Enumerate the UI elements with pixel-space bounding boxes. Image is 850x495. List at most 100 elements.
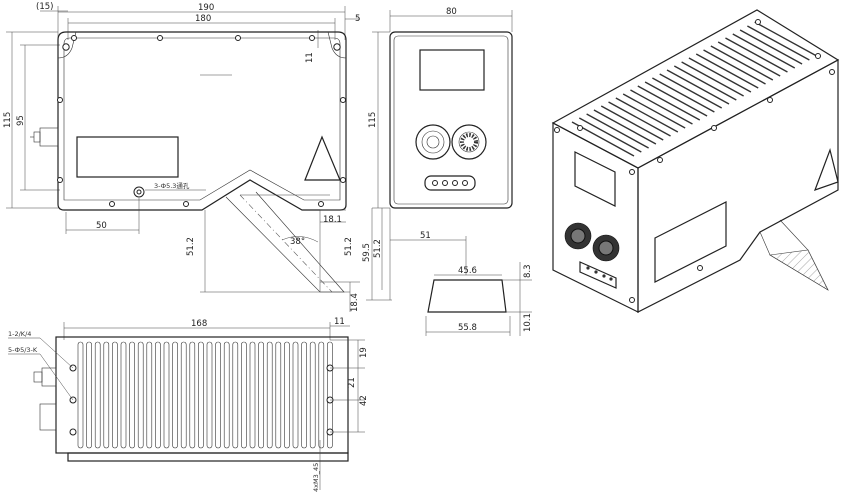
connector-m12-left	[415, 124, 451, 160]
cooling-fin	[155, 341, 161, 449]
cooling-fin	[249, 341, 256, 449]
cooling-fin	[129, 341, 135, 449]
dim-115-side: 115	[368, 112, 378, 128]
dim-51-2-side: 51.2	[373, 239, 383, 258]
dim-10-1: 10.1	[523, 313, 533, 332]
cooling-fin	[275, 341, 282, 449]
cooling-fin	[206, 341, 213, 449]
dim-51-2-left: 51.2	[186, 237, 196, 256]
cooling-fin	[103, 341, 110, 449]
dim-51: 51	[420, 231, 431, 241]
cooling-fin	[146, 341, 153, 449]
top-side-connectors	[33, 367, 57, 431]
cooling-fin	[120, 341, 127, 449]
iso-fin	[637, 85, 701, 121]
cooling-fin	[163, 341, 170, 449]
dim-8-3: 8.3	[523, 264, 533, 278]
dim-18-4: 18.4	[350, 293, 360, 312]
dim-95: 95	[16, 115, 26, 126]
side-window	[419, 49, 485, 91]
cooling-fin	[241, 341, 247, 449]
iso-fin	[600, 105, 664, 141]
top-body	[55, 336, 349, 454]
iso-fin	[630, 89, 693, 125]
cooling-fin	[284, 341, 290, 449]
iso-fin	[754, 21, 818, 57]
iso-fin	[717, 41, 781, 77]
cooling-fin	[86, 341, 92, 449]
dim-59-5: 59.5	[362, 243, 372, 262]
iso-fin	[666, 69, 730, 105]
dim-19: 19	[359, 347, 369, 358]
dim-15: (15)	[36, 2, 53, 12]
cooling-fin	[292, 341, 299, 449]
iso-fin	[703, 49, 766, 85]
iso-fin	[659, 73, 723, 109]
dim-180: 180	[195, 14, 211, 24]
iso-fin	[688, 57, 752, 93]
dim-190: 190	[198, 3, 214, 13]
iso-fin	[644, 81, 708, 117]
cooling-fin	[215, 341, 221, 449]
dim-45-6: 45.6	[458, 266, 477, 276]
callout-a: 1-2/K/4	[8, 330, 31, 338]
dim-115: 115	[3, 112, 13, 128]
dim-21: 21	[347, 377, 357, 388]
dim-51-2-right: 51.2	[344, 237, 354, 256]
dim-11-top: 11	[334, 317, 345, 327]
angle-label: 38°	[290, 237, 305, 247]
iso-fin	[578, 117, 642, 153]
dim-50: 50	[96, 221, 107, 231]
iso-fin	[732, 33, 796, 69]
iso-fin	[710, 45, 774, 81]
dim-11-front: 11	[305, 52, 315, 63]
iso-fin	[593, 109, 657, 145]
cooling-fin	[266, 341, 273, 449]
cooling-fin	[232, 341, 239, 449]
cooling-fin	[318, 341, 325, 449]
cooling-fin	[137, 341, 144, 449]
callout-b: 5-Ф5/3-K	[8, 346, 38, 354]
dim-42: 42	[359, 395, 369, 406]
cooling-fin	[112, 341, 118, 449]
cooling-fin	[172, 341, 178, 449]
laser-beam-fan: 38° 51.2 18.1 51.2 18.4	[186, 191, 360, 312]
dim-80: 80	[446, 7, 457, 17]
top-mounting-holes	[69, 364, 334, 436]
cooling-fin	[309, 341, 316, 449]
iso-fin	[622, 93, 686, 129]
connector-m12-right	[451, 124, 487, 160]
iso-fin	[725, 37, 788, 73]
dim-18-1: 18.1	[323, 215, 342, 225]
cooling-fins	[77, 341, 333, 449]
iso-fin	[615, 97, 679, 133]
dim-168: 168	[191, 319, 207, 329]
iso-fin	[673, 65, 737, 101]
iso-fin	[652, 77, 715, 113]
side-connector	[30, 127, 59, 147]
cooling-fin	[77, 341, 84, 449]
iso-fin	[681, 61, 744, 97]
iso-fin	[586, 113, 649, 149]
iso-fin	[608, 101, 671, 137]
status-leds	[424, 175, 476, 191]
front-mounting-holes	[57, 35, 346, 207]
top-view: 168 11 1-2/K/4 5-Ф5/3-K 19	[8, 317, 369, 492]
cooling-fin	[180, 341, 187, 449]
cooling-fin	[189, 341, 196, 449]
cooling-fin	[258, 341, 264, 449]
cooling-fin	[223, 341, 230, 449]
cooling-fin	[198, 341, 204, 449]
dim-5: 5	[355, 14, 360, 24]
cooling-fin	[301, 341, 307, 449]
isometric-view	[551, 9, 840, 313]
iso-fin	[695, 53, 759, 89]
front-window	[76, 136, 179, 178]
cooling-fin	[327, 341, 333, 449]
side-body	[389, 31, 513, 209]
dim-55-8: 55.8	[458, 323, 477, 333]
iso-cooling-fins	[571, 21, 818, 157]
beam-cross-section: 45.6 55.8 8.3 10.1	[425, 262, 533, 336]
laser-warning-triangle	[304, 135, 341, 181]
